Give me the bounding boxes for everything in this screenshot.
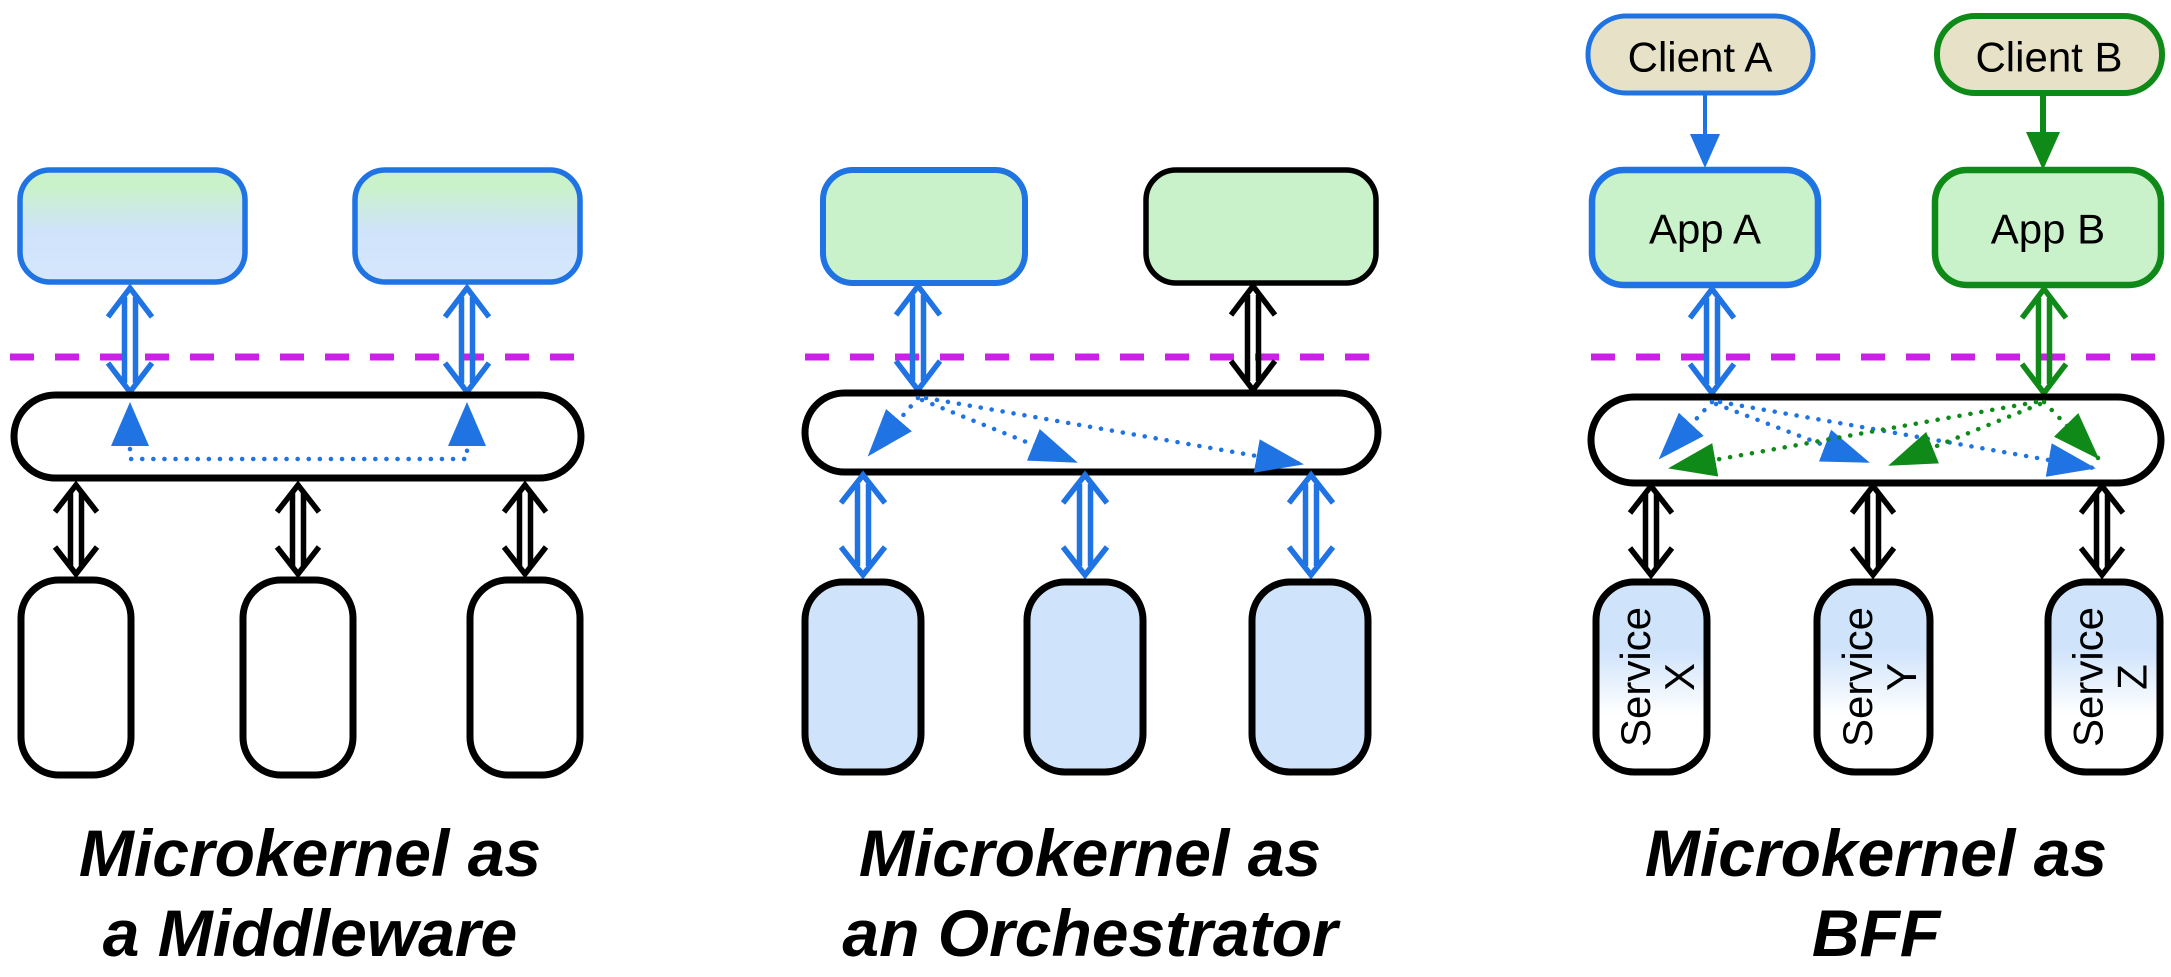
app-a-label: App A bbox=[1649, 206, 1761, 253]
route-dotted-line bbox=[1887, 401, 2043, 468]
double-arrow-icon bbox=[1630, 486, 1672, 575]
service-z-word: Service bbox=[2065, 607, 2112, 747]
client-b-label: Client B bbox=[1975, 34, 2122, 81]
client-a-box bbox=[1585, 13, 1816, 96]
service-z-label: Service Z bbox=[2065, 607, 2156, 747]
double-arrow-icon bbox=[108, 288, 152, 392]
panel-title-line2: an Orchestrator bbox=[842, 896, 1340, 970]
panel-title-line1: Microkernel as bbox=[859, 816, 1321, 890]
service-box bbox=[17, 576, 135, 779]
microkernel-bus bbox=[1587, 393, 2165, 487]
panel-middleware: Microkernel as a Middleware bbox=[10, 167, 585, 970]
route-dotted-line bbox=[1667, 399, 2039, 477]
route-dotted-line bbox=[2041, 399, 2101, 461]
service-y-label: Service Y bbox=[1834, 607, 1925, 747]
double-arrow-icon bbox=[2022, 289, 2066, 393]
double-arrow-icon bbox=[2081, 486, 2123, 575]
double-arrow-icon bbox=[55, 485, 97, 574]
service-x-box bbox=[1592, 578, 1711, 776]
service-x-letter: X bbox=[1656, 663, 1703, 691]
service-box bbox=[801, 578, 925, 776]
double-arrow-icon bbox=[1063, 475, 1107, 575]
panel-title-line2: BFF bbox=[1812, 896, 1942, 970]
service-x-label: Service X bbox=[1612, 607, 1703, 747]
double-arrow-icon bbox=[841, 475, 885, 575]
double-arrow-icon bbox=[277, 485, 319, 574]
route-arrowhead-icon bbox=[111, 402, 149, 446]
service-box bbox=[1023, 578, 1147, 776]
service-x-word: Service bbox=[1612, 607, 1659, 747]
app-box bbox=[820, 167, 1028, 286]
panel-bff: Client A Client B App A App B Service X bbox=[1585, 13, 2168, 970]
double-arrow-icon bbox=[1690, 289, 1734, 393]
client-b-arrowhead-icon bbox=[2026, 132, 2060, 170]
double-arrow-icon bbox=[504, 485, 546, 574]
double-arrow-icon bbox=[1289, 475, 1333, 575]
double-arrow-icon bbox=[896, 286, 940, 390]
client-b-box bbox=[1934, 13, 2165, 96]
route-dotted-line bbox=[1657, 399, 1715, 461]
service-z-box bbox=[2044, 578, 2164, 776]
double-arrow-icon bbox=[1852, 486, 1894, 575]
service-z-letter: Z bbox=[2109, 664, 2156, 690]
route-dotted-line bbox=[923, 395, 1305, 473]
service-y-letter: Y bbox=[1878, 663, 1925, 691]
app-box bbox=[352, 167, 583, 285]
app-b-label: App B bbox=[1991, 206, 2105, 253]
app-a-box bbox=[1588, 166, 1822, 289]
route-dotted-line bbox=[866, 395, 921, 458]
app-b-box bbox=[1931, 166, 2165, 289]
app-box bbox=[17, 167, 248, 285]
panel-title-line1: Microkernel as bbox=[1645, 816, 2107, 890]
panel-orchestrator: Microkernel as an Orchestrator bbox=[801, 167, 1382, 970]
panel-title-line1: Microkernel as bbox=[79, 816, 541, 890]
service-box bbox=[1248, 578, 1372, 776]
service-box bbox=[239, 576, 357, 779]
microkernel-bus bbox=[10, 391, 585, 482]
service-y-word: Service bbox=[1834, 607, 1881, 747]
route-arrowhead-icon bbox=[448, 402, 486, 446]
route-dotted-line bbox=[127, 446, 470, 462]
client-a-label: Client A bbox=[1628, 34, 1773, 81]
microkernel-bus bbox=[801, 389, 1382, 476]
double-arrow-icon bbox=[445, 288, 489, 392]
panel-title-line2: a Middleware bbox=[103, 896, 517, 970]
app-box bbox=[1143, 167, 1379, 286]
double-arrow-icon bbox=[1231, 286, 1275, 390]
client-a-arrowhead-icon bbox=[1690, 134, 1720, 168]
service-y-box bbox=[1813, 578, 1934, 776]
service-box bbox=[466, 576, 584, 779]
